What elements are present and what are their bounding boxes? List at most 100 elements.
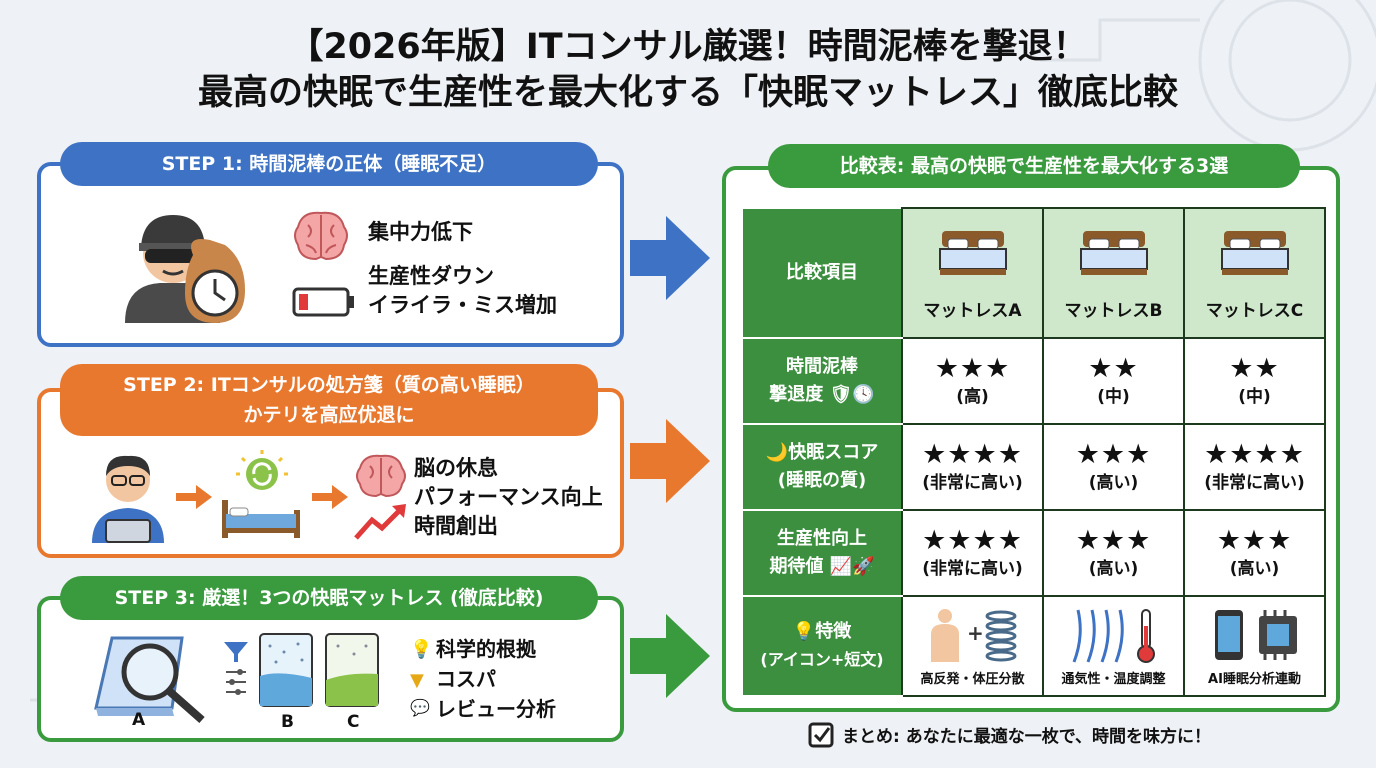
- step3-item-science: 科学的根拠: [436, 637, 536, 661]
- step2-heading-line2: かテリを高应优退に: [243, 404, 415, 426]
- product-name-c: マットレスC: [1205, 301, 1304, 321]
- svg-text:+: +: [967, 621, 984, 645]
- bulb-icon: 💡: [410, 639, 433, 660]
- mattress-magnifier-icon: [94, 636, 205, 723]
- arrow-right-icon: [312, 485, 348, 509]
- table-row: 時間泥棒 撃退度 🛡🕓 ★★★ (高) ★★ (中) ★★ (中): [741, 337, 1326, 425]
- step1-item-productivity: 生産性ダウン イライラ・ミス増加: [368, 262, 557, 320]
- star-rating: ★★★★: [922, 439, 1023, 470]
- step1-item-concentration: 集中力低下: [368, 220, 473, 244]
- funnel-icon: ▼: [410, 670, 424, 691]
- rating-label: (中): [1238, 387, 1271, 407]
- rating-label: (非常に高い): [1204, 473, 1305, 493]
- rating-cell: ★★★★(非常に高い): [1183, 423, 1326, 511]
- rating-cell: ★★★★ (非常に高い): [901, 423, 1044, 511]
- table-header-row: 比較項目 マットレスA マットレスB マットレスC: [741, 207, 1326, 339]
- comparison-heading: 比較表: 最高の快眠で生産性を最大化する3選: [768, 144, 1300, 188]
- feature-cell: 通気性・温度調整: [1042, 595, 1185, 697]
- rating-cell: ★★ (中): [1042, 337, 1185, 425]
- arrow-right-orange-icon: [630, 419, 710, 503]
- feature-text: AI睡眠分析連動: [1208, 671, 1301, 687]
- page-title: 【2026年版】ITコンサル厳選！時間泥棒を撃退！ 最高の快眠で生産性を最大化す…: [0, 24, 1376, 116]
- step1-heading: STEP 1: 時間泥棒の正体（睡眠不足）: [60, 142, 598, 186]
- feature-cell: + 高反発・体圧分散: [901, 595, 1044, 697]
- mattress-sample-b-icon: [259, 633, 313, 707]
- rating-label: (中): [1097, 387, 1130, 407]
- chart-rocket-icon: 📈🚀: [829, 556, 875, 577]
- row-label-features: 💡特徴 (アイコン+短文): [741, 595, 903, 697]
- rating-cell: ★★★★(非常に高い): [901, 509, 1044, 597]
- bed-icon: [1220, 231, 1289, 275]
- arrow-right-green-icon: [630, 614, 710, 698]
- rating-cell: ★★★ (高い): [1042, 509, 1185, 597]
- rating-label: (非常に高い): [922, 473, 1023, 493]
- title-line-2: 最高の快眠で生産性を最大化する「快眠マットレス」徹底比較: [197, 73, 1178, 113]
- step2-item-rest: 脳の休息: [414, 456, 498, 480]
- star-rating: ★★★: [1216, 525, 1293, 556]
- row-label-text: 撃退度: [769, 384, 824, 405]
- feature-cell: AI睡眠分析連動: [1183, 595, 1326, 697]
- mattress-sample-c-icon: [325, 633, 379, 707]
- star-rating: ★★★: [1075, 525, 1152, 556]
- airflow-thermometer-icon: [1072, 608, 1155, 663]
- product-name-b: マットレスB: [1064, 301, 1163, 321]
- mattress-label-a: A: [132, 710, 146, 730]
- rating-label: (高): [956, 387, 989, 407]
- step3-item-cost: コスパ: [436, 667, 496, 691]
- step2-heading: STEP 2: ITコンサルの処方箋（質の高い睡眠） かテリを高应优退に: [60, 364, 598, 436]
- row-label-time-thief: 時間泥棒 撃退度 🛡🕓: [741, 337, 903, 425]
- bed-icon: [938, 231, 1007, 275]
- row-label-line1: 🌙快眠スコア: [765, 442, 879, 463]
- star-rating: ★★★★: [922, 525, 1023, 556]
- row-label-line2: 期待値 📈🚀: [743, 553, 901, 581]
- corner-cell: 比較項目: [741, 207, 903, 339]
- row-label-line1: 時間泥棒: [786, 356, 858, 377]
- row-label-sleep-score: 🌙快眠スコア (睡眠の質): [741, 423, 903, 511]
- rating-cell: ★★★ (高): [901, 337, 1044, 425]
- product-header-b: マットレスB: [1042, 207, 1185, 339]
- bed-icon: [1079, 231, 1148, 275]
- arrow-right-blue-icon: [630, 216, 710, 300]
- step1-item-productivity-line2: イライラ・ミス増加: [368, 293, 557, 317]
- star-rating: ★★: [1229, 353, 1280, 384]
- star-rating: ★★: [1088, 353, 1139, 384]
- row-label-line2: (アイコン+短文): [760, 650, 884, 669]
- phone-chip-icon: [1214, 609, 1297, 660]
- rating-cell: ★★★(高い): [1042, 423, 1185, 511]
- step2-benefits: 脳の休息 パフォーマンス向上 時間創出: [414, 454, 603, 541]
- speech-bubble-icon: 💬: [410, 698, 430, 717]
- mattress-label-b: B: [281, 712, 294, 732]
- body-spring-icon: +: [930, 608, 1016, 662]
- row-label-line2: 撃退度 🛡🕓: [743, 381, 901, 409]
- bed-refresh-icon: [222, 450, 300, 538]
- bulb-icon: 💡: [792, 621, 816, 642]
- step2-item-performance: パフォーマンス向上: [414, 485, 603, 509]
- row-label-text: 期待値: [769, 556, 824, 577]
- product-name-a: マットレスA: [923, 301, 1022, 321]
- step3-item-review: レビュー分析: [436, 697, 556, 721]
- brain-growth-icon: [354, 454, 406, 540]
- step1-item-productivity-line1: 生産性ダウン: [368, 264, 494, 288]
- consultant-icon: [92, 455, 164, 543]
- shield-clock-icon: 🛡🕓: [829, 384, 875, 405]
- title-line-1: 【2026年版】ITコンサル厳選！時間泥棒を撃退！: [288, 27, 1088, 67]
- checkbox-icon: [808, 722, 834, 748]
- table-row: 生産性向上 期待値 📈🚀 ★★★★(非常に高い) ★★★(高い) ★★★(高い): [741, 509, 1326, 597]
- low-battery-icon: [292, 287, 354, 317]
- row-label-line1: 💡特徴: [743, 618, 901, 646]
- rating-label: (高い): [1088, 559, 1139, 579]
- mattress-label-c: C: [347, 712, 360, 732]
- feature-text: 通気性・温度調整: [1061, 671, 1166, 687]
- row-label-line2: (睡眠の質): [777, 470, 867, 491]
- filter-sliders-icon: [224, 642, 248, 695]
- step3-heading: STEP 3: 厳選！3つの快眠マットレス (徹底比較): [60, 576, 598, 620]
- row-label-line1: 生産性向上: [777, 528, 867, 549]
- product-header-c: マットレスC: [1183, 207, 1326, 339]
- star-rating: ★★★: [1075, 439, 1152, 470]
- thief-icon: [125, 215, 245, 323]
- row-label-productivity: 生産性向上 期待値 📈🚀: [741, 509, 903, 597]
- rating-cell: ★★★(高い): [1183, 509, 1326, 597]
- star-rating: ★★★: [934, 353, 1011, 384]
- product-header-a: マットレスA: [901, 207, 1044, 339]
- table-row: 🌙快眠スコア (睡眠の質) ★★★★(非常に高い) ★★★(高い) ★★★★(非…: [741, 423, 1326, 511]
